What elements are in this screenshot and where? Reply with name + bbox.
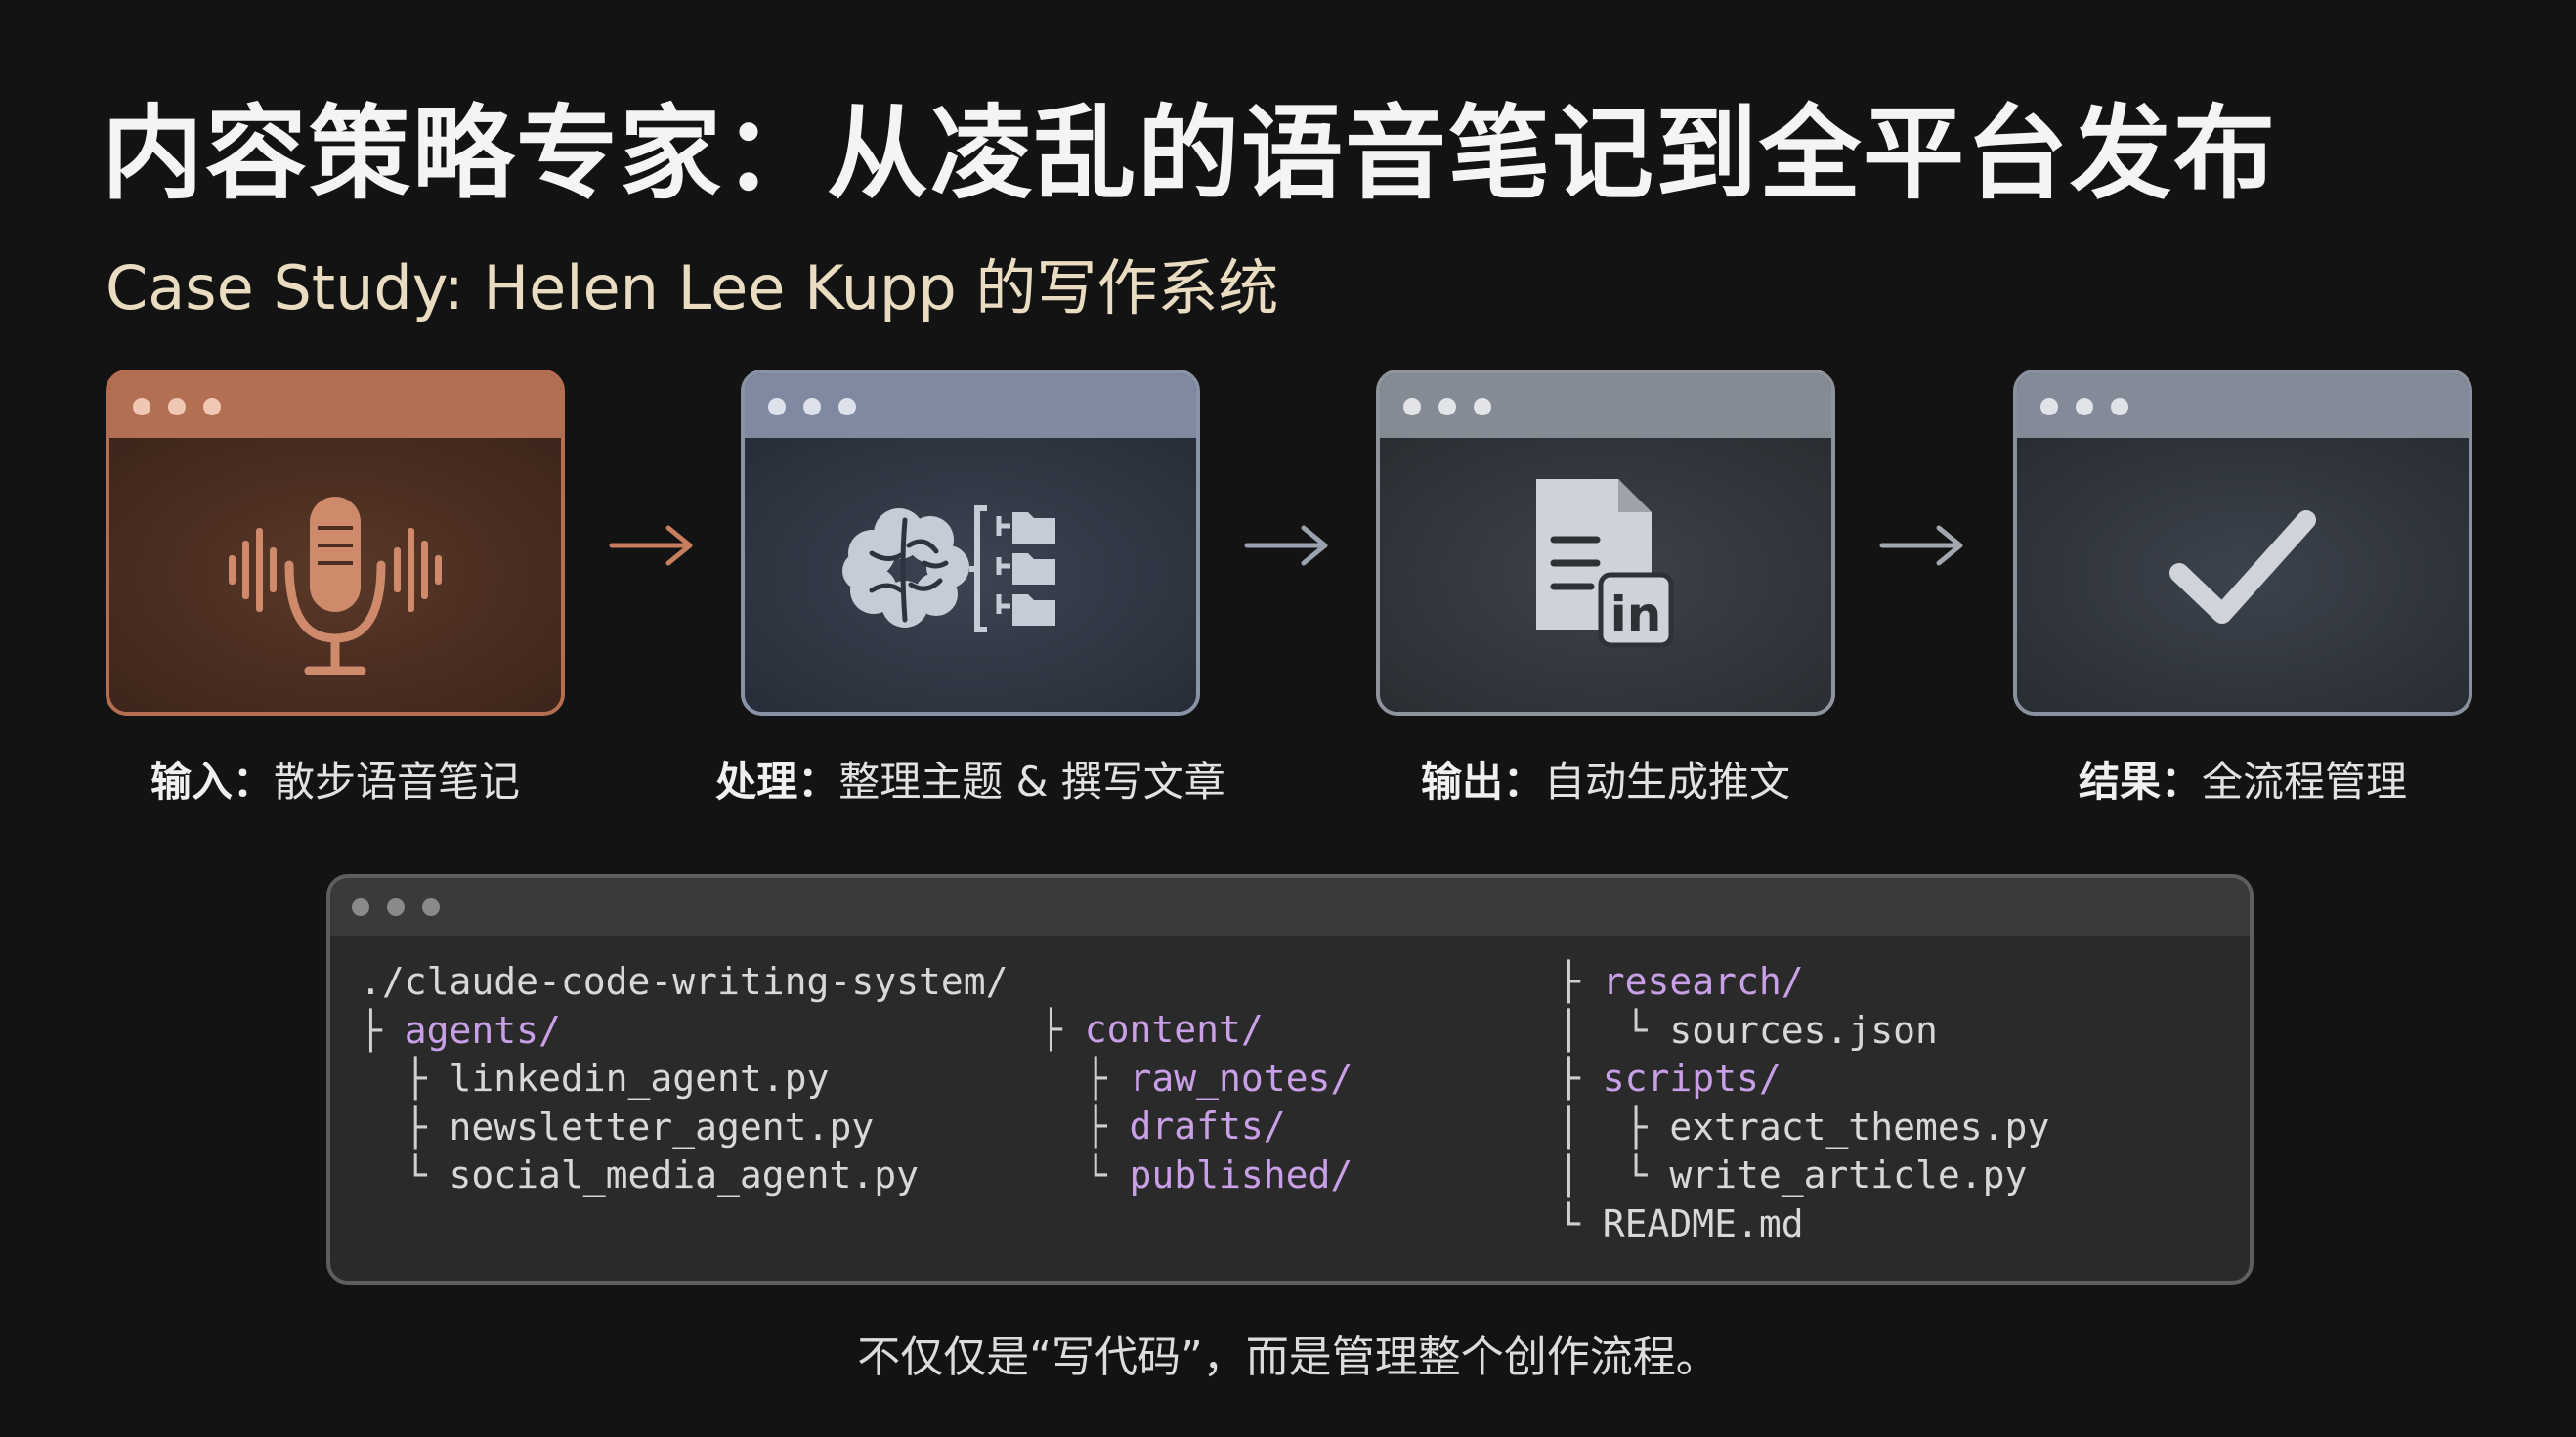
window-dot	[352, 898, 369, 916]
step-card-output: in	[1376, 370, 1835, 716]
tree-line: ├ raw_notes/	[1040, 1055, 1353, 1104]
window-dot	[838, 398, 856, 415]
tree-glyph: ├	[1040, 1008, 1085, 1051]
tree-line: │ ├ extract_themes.py	[1558, 1104, 2049, 1153]
brain-folders-icon	[842, 505, 1055, 632]
window-dot	[2040, 398, 2058, 415]
window-dot	[768, 398, 786, 415]
window-dot	[422, 898, 440, 916]
arrow-right-icon	[1244, 525, 1328, 566]
tree-glyph: │ └	[1558, 1154, 1670, 1197]
tree-folder-name: published/	[1129, 1153, 1353, 1197]
tree-glyph: ├	[1040, 1105, 1130, 1148]
tree-glyph: └	[1558, 1201, 1603, 1245]
page-title: 内容策略专家：从凌乱的语音笔记到全平台发布	[102, 94, 2278, 213]
tree-folder-name: research/	[1602, 960, 1804, 1003]
window-titlebar	[109, 373, 561, 438]
window-titlebar	[745, 373, 1196, 438]
step-caption-input: 输入：散步语音笔记	[150, 758, 521, 806]
tree-glyph: └	[1040, 1153, 1130, 1197]
window-dot	[133, 398, 150, 415]
tree-glyph: │ ├	[1558, 1105, 1670, 1149]
step-card-result	[2013, 370, 2472, 716]
terminal-titlebar	[330, 878, 2250, 936]
tree-file-name: social_media_agent.py	[449, 1154, 919, 1197]
tree-line: ./claude-code-writing-system/	[360, 958, 1008, 1007]
tree-glyph: ├	[360, 1105, 450, 1149]
tree-file-name: README.md	[1602, 1201, 1804, 1245]
tree-file-name: sources.json	[1669, 1008, 1938, 1052]
tree-line: │ └ sources.json	[1558, 1007, 2049, 1056]
tree-glyph: ├	[360, 1008, 405, 1052]
window-dot	[2076, 398, 2093, 415]
tree-line: ├ research/	[1558, 958, 2049, 1007]
window-dot	[1438, 398, 1456, 415]
tree-line: └ README.md	[1558, 1200, 2049, 1249]
svg-text:in: in	[1610, 587, 1662, 643]
step-card-process	[741, 370, 1200, 716]
tree-column-2: ├ content/ ├ raw_notes/ ├ drafts/ └ publ…	[1040, 1006, 1352, 1199]
tree-line: ├ agents/	[360, 1007, 1008, 1056]
tree-glyph: │ └	[1558, 1008, 1670, 1052]
tree-glyph: ├	[360, 1057, 450, 1100]
microphone-waveform-icon	[229, 497, 442, 675]
window-dot	[387, 898, 405, 916]
step-card-input	[106, 370, 565, 716]
tree-file-name: linkedin_agent.py	[449, 1057, 830, 1100]
window-titlebar	[2017, 373, 2469, 438]
checkmark-icon	[2169, 510, 2316, 624]
window-dot	[1474, 398, 1491, 415]
file-tree-terminal: ./claude-code-writing-system/├ agents/ ├…	[326, 874, 2254, 1285]
tree-line: │ └ write_article.py	[1558, 1152, 2049, 1200]
tree-file-name: ./claude-code-writing-system/	[360, 960, 1009, 1003]
document-linkedin-icon: in	[1536, 479, 1674, 648]
tree-glyph: └	[360, 1154, 450, 1197]
tree-folder-name: agents/	[404, 1008, 561, 1052]
window-dot	[203, 398, 221, 415]
tree-file-name: extract_themes.py	[1669, 1105, 2050, 1149]
window-titlebar	[1380, 373, 1831, 438]
window-dot	[168, 398, 186, 415]
tree-column-3: ├ research/│ └ sources.json├ scripts/│ ├…	[1558, 958, 2049, 1248]
tree-line: ├ linkedin_agent.py	[360, 1055, 1008, 1104]
tree-line: ├ content/	[1040, 1006, 1352, 1055]
tree-folder-name: content/	[1084, 1008, 1264, 1051]
tree-line: ├ scripts/	[1558, 1055, 2049, 1104]
tree-file-name: write_article.py	[1669, 1154, 2028, 1197]
tree-column-1: ./claude-code-writing-system/├ agents/ ├…	[360, 958, 1008, 1200]
tree-folder-name: drafts/	[1129, 1105, 1286, 1148]
arrow-right-icon	[1879, 525, 1963, 566]
tree-glyph: ├	[1040, 1056, 1130, 1100]
tree-folder-name: raw_notes/	[1129, 1056, 1353, 1100]
tree-line: └ published/	[1040, 1152, 1353, 1200]
step-caption-result: 结果：全流程管理	[2078, 758, 2408, 806]
window-dot	[803, 398, 821, 415]
tree-folder-name: scripts/	[1602, 1057, 1782, 1100]
tree-file-name: newsletter_agent.py	[449, 1105, 875, 1149]
tree-line: ├ newsletter_agent.py	[360, 1104, 1008, 1153]
tree-line: └ social_media_agent.py	[360, 1152, 1008, 1200]
tree-glyph: ├	[1558, 960, 1603, 1003]
tree-glyph: ├	[1558, 1057, 1603, 1100]
footer-note: 不仅仅是“写代码”，而是管理整个创作流程。	[857, 1332, 1719, 1382]
arrow-right-icon	[609, 525, 693, 566]
page-subtitle: Case Study: Helen Lee Kupp 的写作系统	[106, 252, 1279, 324]
step-caption-output: 输出：自动生成推文	[1420, 758, 1791, 806]
step-caption-process: 处理：整理主题 & 撰写文章	[715, 758, 1225, 806]
tree-line: ├ drafts/	[1040, 1103, 1352, 1152]
window-dot	[1403, 398, 1421, 415]
window-dot	[2111, 398, 2128, 415]
